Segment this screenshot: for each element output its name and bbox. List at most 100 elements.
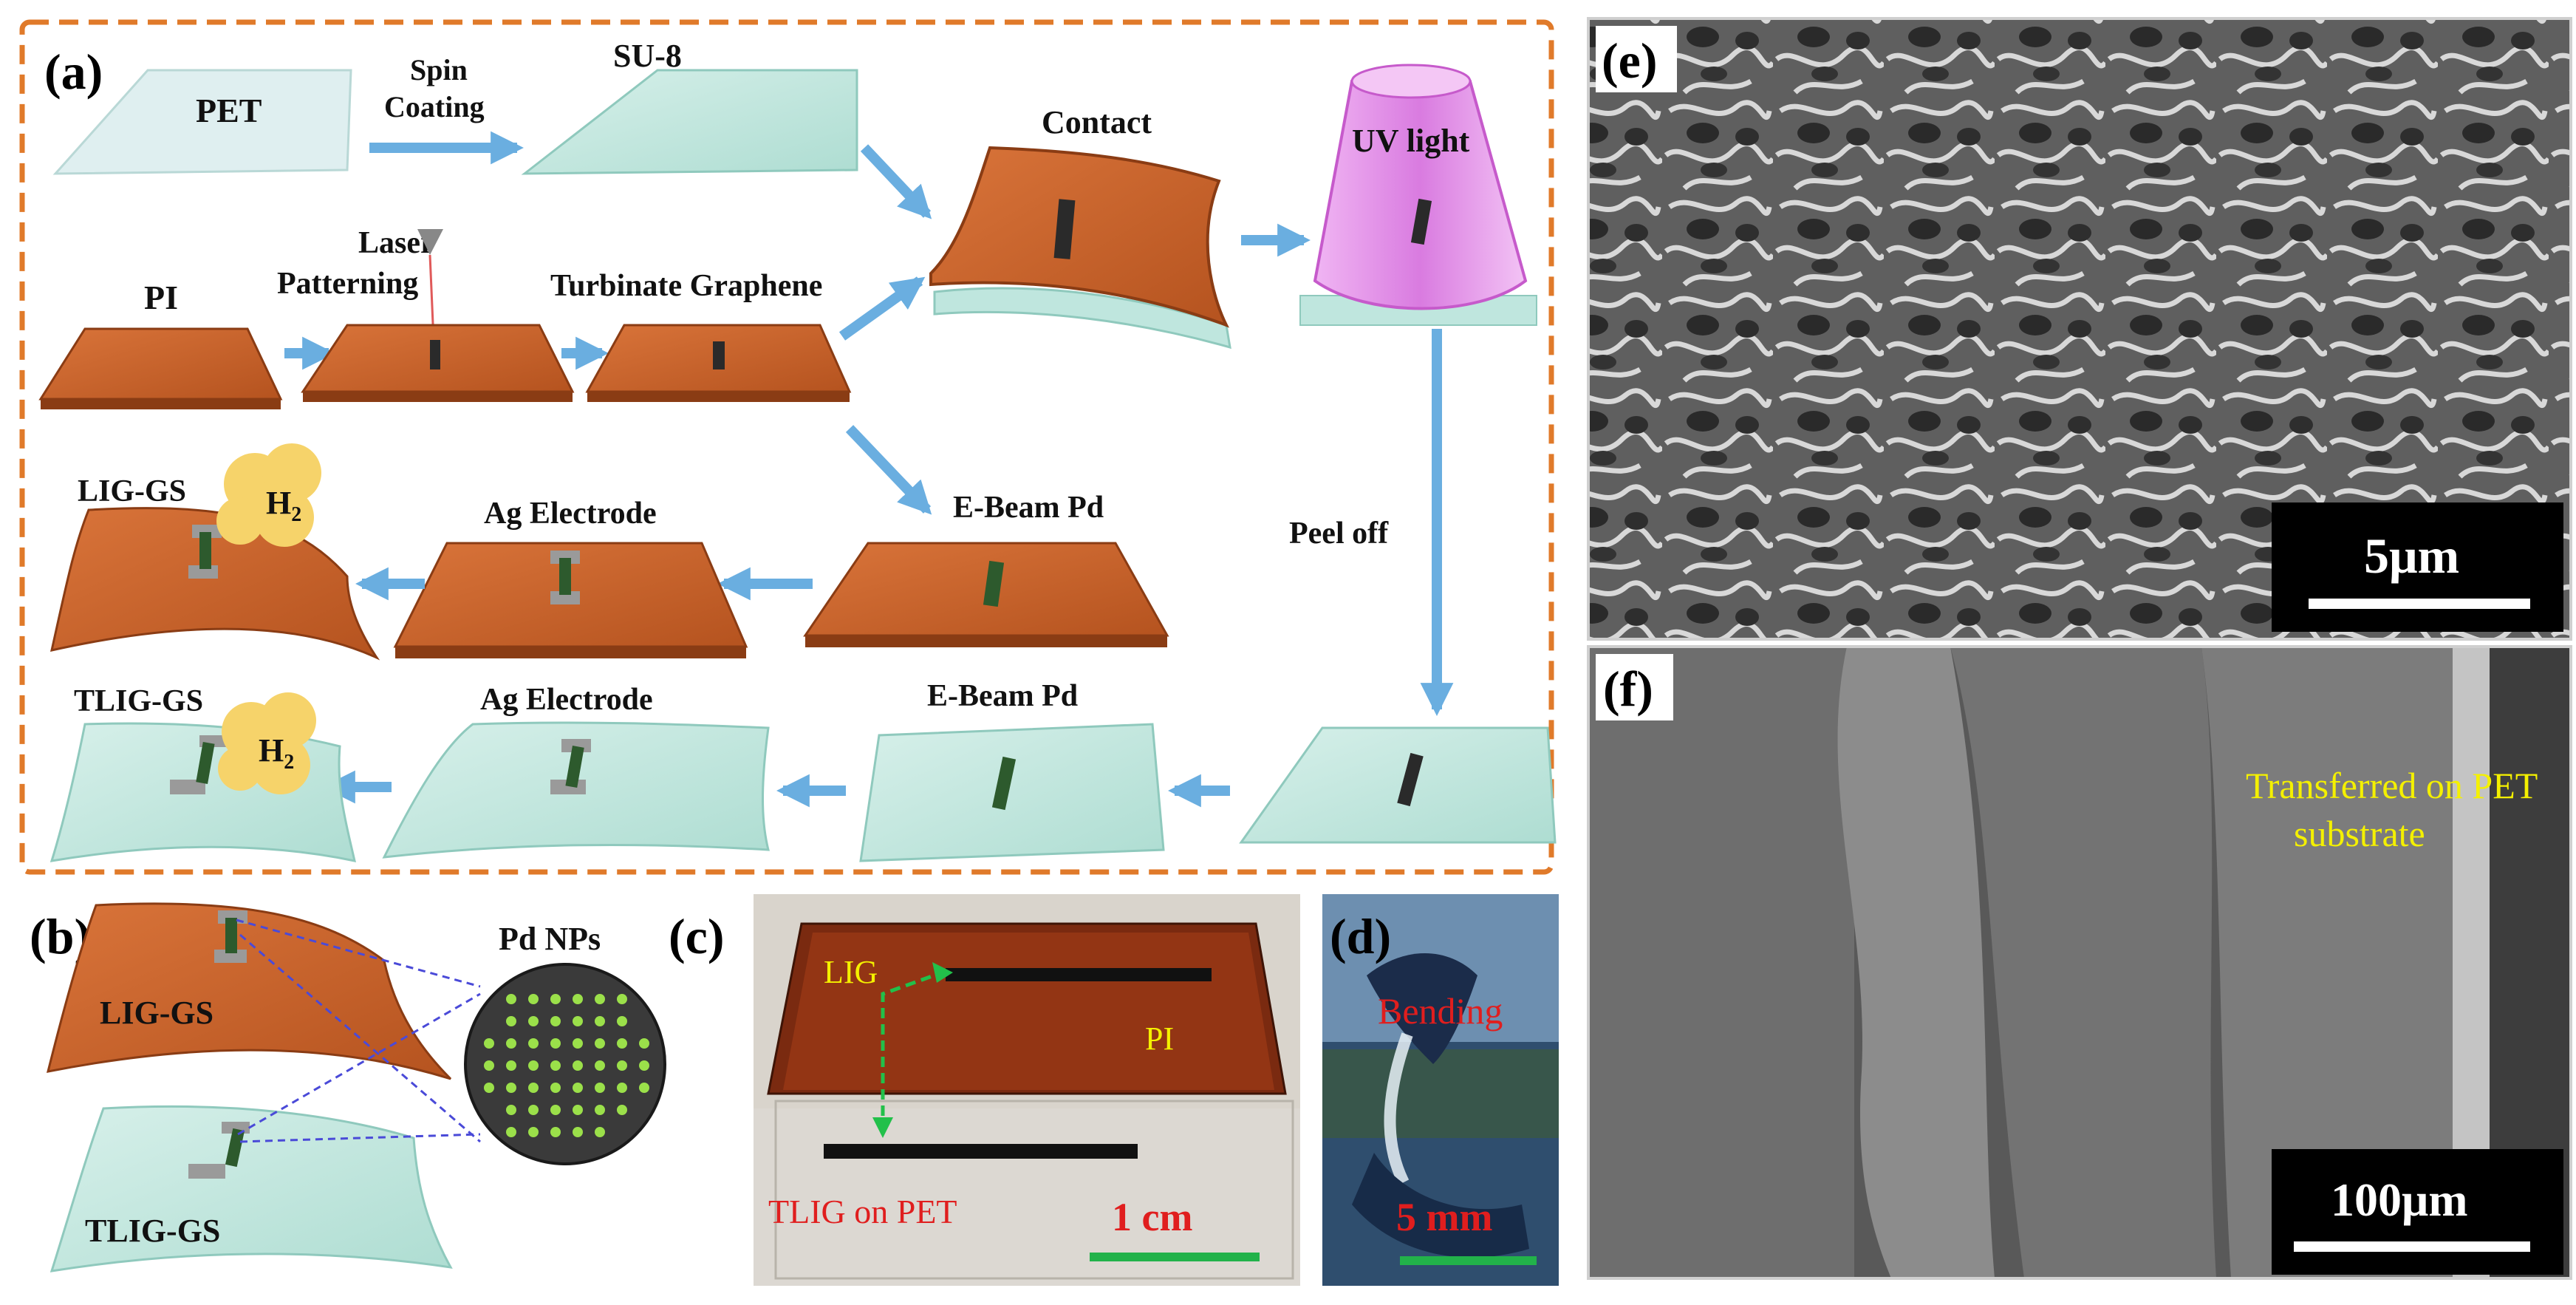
e-scale-bar — [2309, 599, 2530, 609]
arrow-turbinate-ebeam — [845, 425, 932, 515]
peeled-pet-sheet — [1239, 726, 1557, 844]
c-tlig-label: TLIG on PET — [768, 1193, 957, 1230]
tlig-gs-graphene — [196, 742, 215, 784]
pd-nanoparticle — [595, 1127, 605, 1137]
pd-nanoparticle — [528, 1060, 539, 1071]
pi-label: PI — [144, 279, 178, 316]
pd-nanoparticle — [617, 1016, 627, 1026]
b-pdnps-label: Pd NPs — [499, 921, 601, 957]
pd-nanoparticle — [595, 1105, 605, 1115]
pd-nanoparticle — [573, 994, 583, 1004]
pd-nanoparticle — [550, 1060, 561, 1071]
pd-nanoparticle — [573, 1083, 583, 1093]
b-tlig-graphene — [225, 1128, 245, 1168]
pd-nanoparticle — [639, 1060, 649, 1071]
e-scale-box — [2272, 502, 2563, 632]
b-tlig-pad-bottom — [188, 1164, 225, 1179]
pd-nanoparticle — [484, 1083, 494, 1093]
su8-sheet — [521, 69, 858, 175]
pd-nanoparticle — [550, 994, 561, 1004]
uv-label: UV light — [1352, 123, 1470, 159]
pd-nanoparticle — [595, 1016, 605, 1026]
d-scale-label: 5 mm — [1396, 1195, 1492, 1239]
ebeam2-graphene — [991, 756, 1017, 811]
pd-nanoparticle — [484, 1060, 494, 1071]
ag-pad-top — [550, 551, 580, 564]
contact-pet-layer — [933, 287, 1231, 350]
pd-nanoparticle — [617, 1060, 627, 1071]
pd-nanoparticle — [573, 1127, 583, 1137]
c-arrow-head-right — [932, 962, 953, 983]
ebeam2-pet-sheet — [859, 723, 1165, 862]
c-scale-bar — [1090, 1253, 1260, 1261]
e-scale-label: 5μm — [2364, 528, 2459, 584]
laser-pi-edge — [303, 392, 573, 402]
pd-nanoparticle — [617, 994, 627, 1004]
contact-pi-layer — [929, 146, 1230, 328]
pd-nanoparticle — [595, 1083, 605, 1093]
panel-a-letter: (a) — [44, 44, 103, 100]
pd-nanoparticle — [595, 1060, 605, 1071]
pd-nanoparticle — [573, 1105, 583, 1115]
pd-nanoparticle — [528, 1105, 539, 1115]
ebeam-pi-edge — [805, 636, 1167, 647]
arrow-su8-contact — [860, 144, 932, 219]
pd-nanoparticle — [528, 1127, 539, 1137]
pd-nanoparticle — [617, 1038, 627, 1049]
b-tlig-label: TLIG-GS — [85, 1213, 220, 1249]
b-lig-sheet — [46, 902, 452, 1080]
pd-nanoparticle — [573, 1038, 583, 1049]
laser-graphene — [430, 340, 440, 369]
pd-nanoparticle — [506, 1105, 516, 1115]
pd-nanoparticle — [528, 1038, 539, 1049]
pd-nanoparticle — [506, 994, 516, 1004]
b-lig-label: LIG-GS — [100, 995, 213, 1031]
pet-label: PET — [196, 92, 262, 129]
ebeam-graphene — [983, 560, 1005, 607]
b-lig-pad-bottom — [214, 950, 247, 963]
contact-label: Contact — [1042, 104, 1152, 140]
pd-nanoparticle — [550, 1127, 561, 1137]
pd-nanoparticle — [550, 1038, 561, 1049]
ebeam-label-bottom: E-Beam Pd — [927, 679, 1078, 713]
b-connector-lines — [236, 919, 481, 1143]
f-scale-label: 100μm — [2331, 1173, 2468, 1226]
panel-f-letter-box — [1596, 654, 1673, 720]
uv-cone — [1313, 80, 1528, 310]
panel-e-frame — [1587, 17, 2572, 641]
lig-gs-sheet — [50, 507, 380, 661]
ag-pi-edge — [395, 647, 746, 658]
d-scale-bar — [1400, 1256, 1537, 1265]
d-bending-label: Bending — [1378, 990, 1503, 1032]
panel-e-letter-box — [1596, 26, 1677, 92]
b-lig-graphene — [225, 918, 237, 953]
c-pi-label: PI — [1145, 1021, 1174, 1057]
c-arrow-head-down — [872, 1117, 893, 1138]
pet-sheet — [52, 69, 352, 175]
pd-nanoparticle — [484, 1038, 494, 1049]
pd-nanoparticle — [595, 994, 605, 1004]
pi-sheet — [38, 327, 283, 401]
ag2-graphene — [565, 746, 584, 788]
pd-nanoparticle — [528, 1016, 539, 1026]
spin-label-2: Coating — [384, 90, 485, 123]
pd-nanoparticle — [506, 1038, 516, 1049]
panel-e-letter: (e) — [1602, 33, 1657, 89]
panel-d-photo — [1322, 894, 1559, 1286]
lig-gs-label: LIG-GS — [78, 474, 186, 508]
panel-a-border — [19, 19, 1554, 875]
pd-nanoparticle — [550, 1105, 561, 1115]
pd-nanoparticle — [506, 1060, 516, 1071]
ag-pad-bottom — [550, 591, 580, 604]
tlig-gs-pad-bottom — [170, 780, 205, 794]
f-scale-bar — [2294, 1241, 2530, 1252]
pd-nanoparticle — [528, 1083, 539, 1093]
f-scale-box — [2272, 1149, 2563, 1275]
tlig-gs-label: TLIG-GS — [74, 684, 203, 718]
h2-cloud-bottom: H2 — [218, 692, 316, 794]
pd-nanoparticle — [573, 1016, 583, 1026]
laser-label-2: Patterning — [277, 267, 418, 301]
uv-cone-top — [1350, 64, 1472, 99]
panel-c-letter: (c) — [669, 908, 724, 964]
